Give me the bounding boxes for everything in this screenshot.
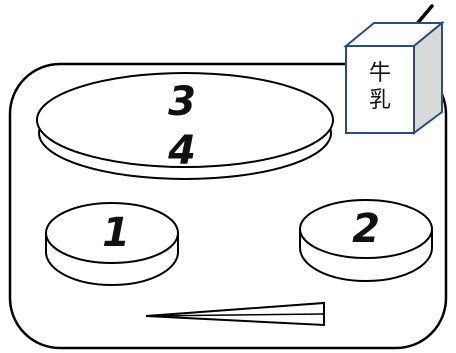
milk-label-top: 牛 bbox=[369, 61, 391, 86]
chopsticks bbox=[145, 301, 325, 327]
chopsticks-divider bbox=[145, 313, 325, 317]
milk-carton: 牛 乳 bbox=[343, 4, 445, 135]
bowl-right: 2 bbox=[299, 199, 433, 282]
bowl-right-rim bbox=[299, 199, 433, 259]
main-plate-top bbox=[36, 72, 334, 168]
bowl-label-1: 1 bbox=[102, 210, 130, 256]
bowl-label-2: 2 bbox=[352, 206, 380, 252]
main-plate: 3 4 bbox=[36, 72, 334, 180]
milk-label-bottom: 乳 bbox=[369, 88, 391, 113]
milk-carton-front bbox=[345, 45, 415, 134]
bowl-left: 1 bbox=[45, 202, 179, 286]
bowl-left-rim bbox=[45, 202, 179, 264]
plate-label-4: 4 bbox=[167, 128, 196, 174]
plate-label-3: 3 bbox=[168, 79, 196, 125]
